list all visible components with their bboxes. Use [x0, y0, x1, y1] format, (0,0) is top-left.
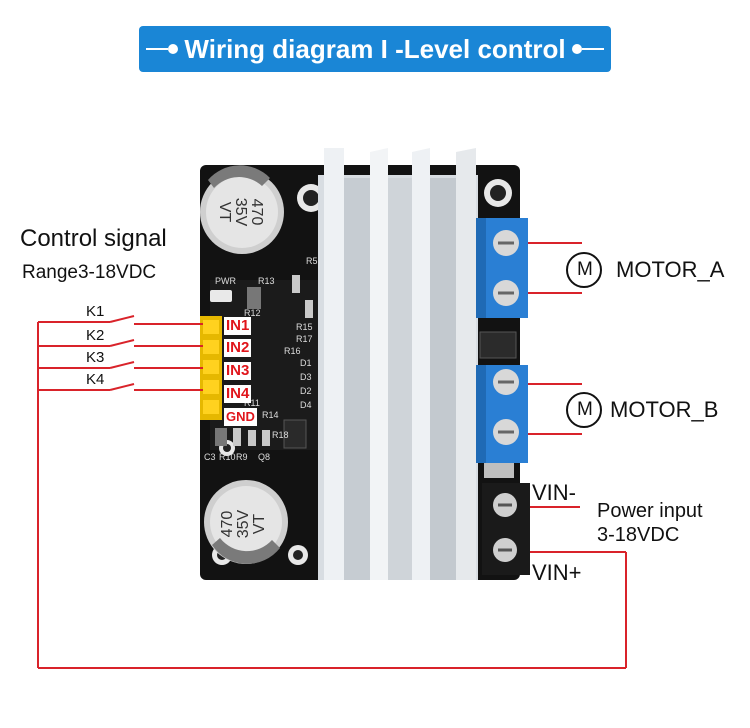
control-signal-range: Range3-18VDC: [22, 262, 157, 283]
cap-series: VT: [251, 513, 269, 535]
silk-r10: R10: [219, 452, 236, 462]
cap-voltage: 35V: [232, 197, 250, 227]
motor-b-symbol: [566, 392, 602, 428]
pin-gnd: GND: [224, 408, 257, 426]
motor-b-label: MOTOR_B: [610, 397, 719, 422]
silk-r15: R15: [296, 322, 313, 332]
pin-in4: IN4: [224, 385, 252, 403]
motor-a-symbol: [566, 252, 602, 288]
wiring: [37, 242, 627, 669]
switch-k2: K2: [86, 327, 105, 344]
smd-components: [210, 275, 517, 478]
silk-r14: R14: [262, 410, 279, 420]
silk-r5: R5: [306, 256, 318, 266]
cap-value: 470: [219, 510, 237, 538]
switch-k3: K3: [86, 349, 105, 366]
silk-r11: R11: [244, 398, 260, 408]
silk-r12: R12: [244, 308, 261, 318]
title-banner: Wiring diagram I -Level control: [139, 26, 611, 72]
silk-d2: D2: [300, 386, 312, 396]
switch-k4: K4: [86, 371, 105, 388]
cap-series: VT: [216, 201, 234, 223]
vin-minus-label: VIN-: [532, 480, 576, 505]
silk-r18: R18: [272, 430, 289, 440]
pin-in2: IN2: [224, 339, 252, 357]
control-signal-title: Control signal: [20, 225, 167, 252]
silk-r13: R13: [258, 276, 275, 286]
power-voltage-label: 3-18VDC: [597, 524, 680, 546]
pin-in3: IN3: [224, 362, 252, 380]
silk-r9: R9: [236, 452, 248, 462]
right-decoration: [571, 44, 604, 54]
capacitor-bottom: [204, 480, 288, 564]
left-decoration: [146, 44, 179, 54]
silk-d3: D3: [300, 372, 312, 382]
pin-in1: IN1: [224, 317, 252, 335]
silk-q8: Q8: [258, 452, 271, 462]
silk-d1: D1: [300, 358, 312, 368]
power-input-label: Power input: [597, 500, 703, 522]
motor-a-label: MOTOR_A: [616, 257, 725, 282]
silk-pwr: PWR: [215, 276, 236, 286]
cap-value: 470: [248, 198, 266, 226]
heatsink: [318, 148, 478, 580]
terminal-motor-a: [476, 218, 528, 318]
motor-b-symbol-letter: M: [577, 399, 593, 420]
motor-a-symbol-letter: M: [577, 259, 593, 280]
silk-r16: R16: [284, 346, 301, 356]
silk-d4: D4: [300, 400, 312, 410]
banner-title: Wiring diagram I -Level control: [184, 33, 566, 64]
silk-c3: C3: [204, 452, 216, 462]
switch-k1: K1: [86, 303, 105, 320]
terminal-power: [482, 483, 530, 575]
capacitor-top: [200, 165, 284, 254]
pin-header: [200, 316, 222, 420]
silk-r17: R17: [296, 334, 313, 344]
terminal-motor-b: [476, 365, 528, 463]
capacitor-top-text: 470 35V VT: [216, 197, 266, 227]
cap-voltage: 35V: [235, 509, 253, 539]
capacitor-bottom-text: 470 35V VT: [219, 509, 269, 539]
vin-plus-label: VIN+: [532, 560, 582, 585]
